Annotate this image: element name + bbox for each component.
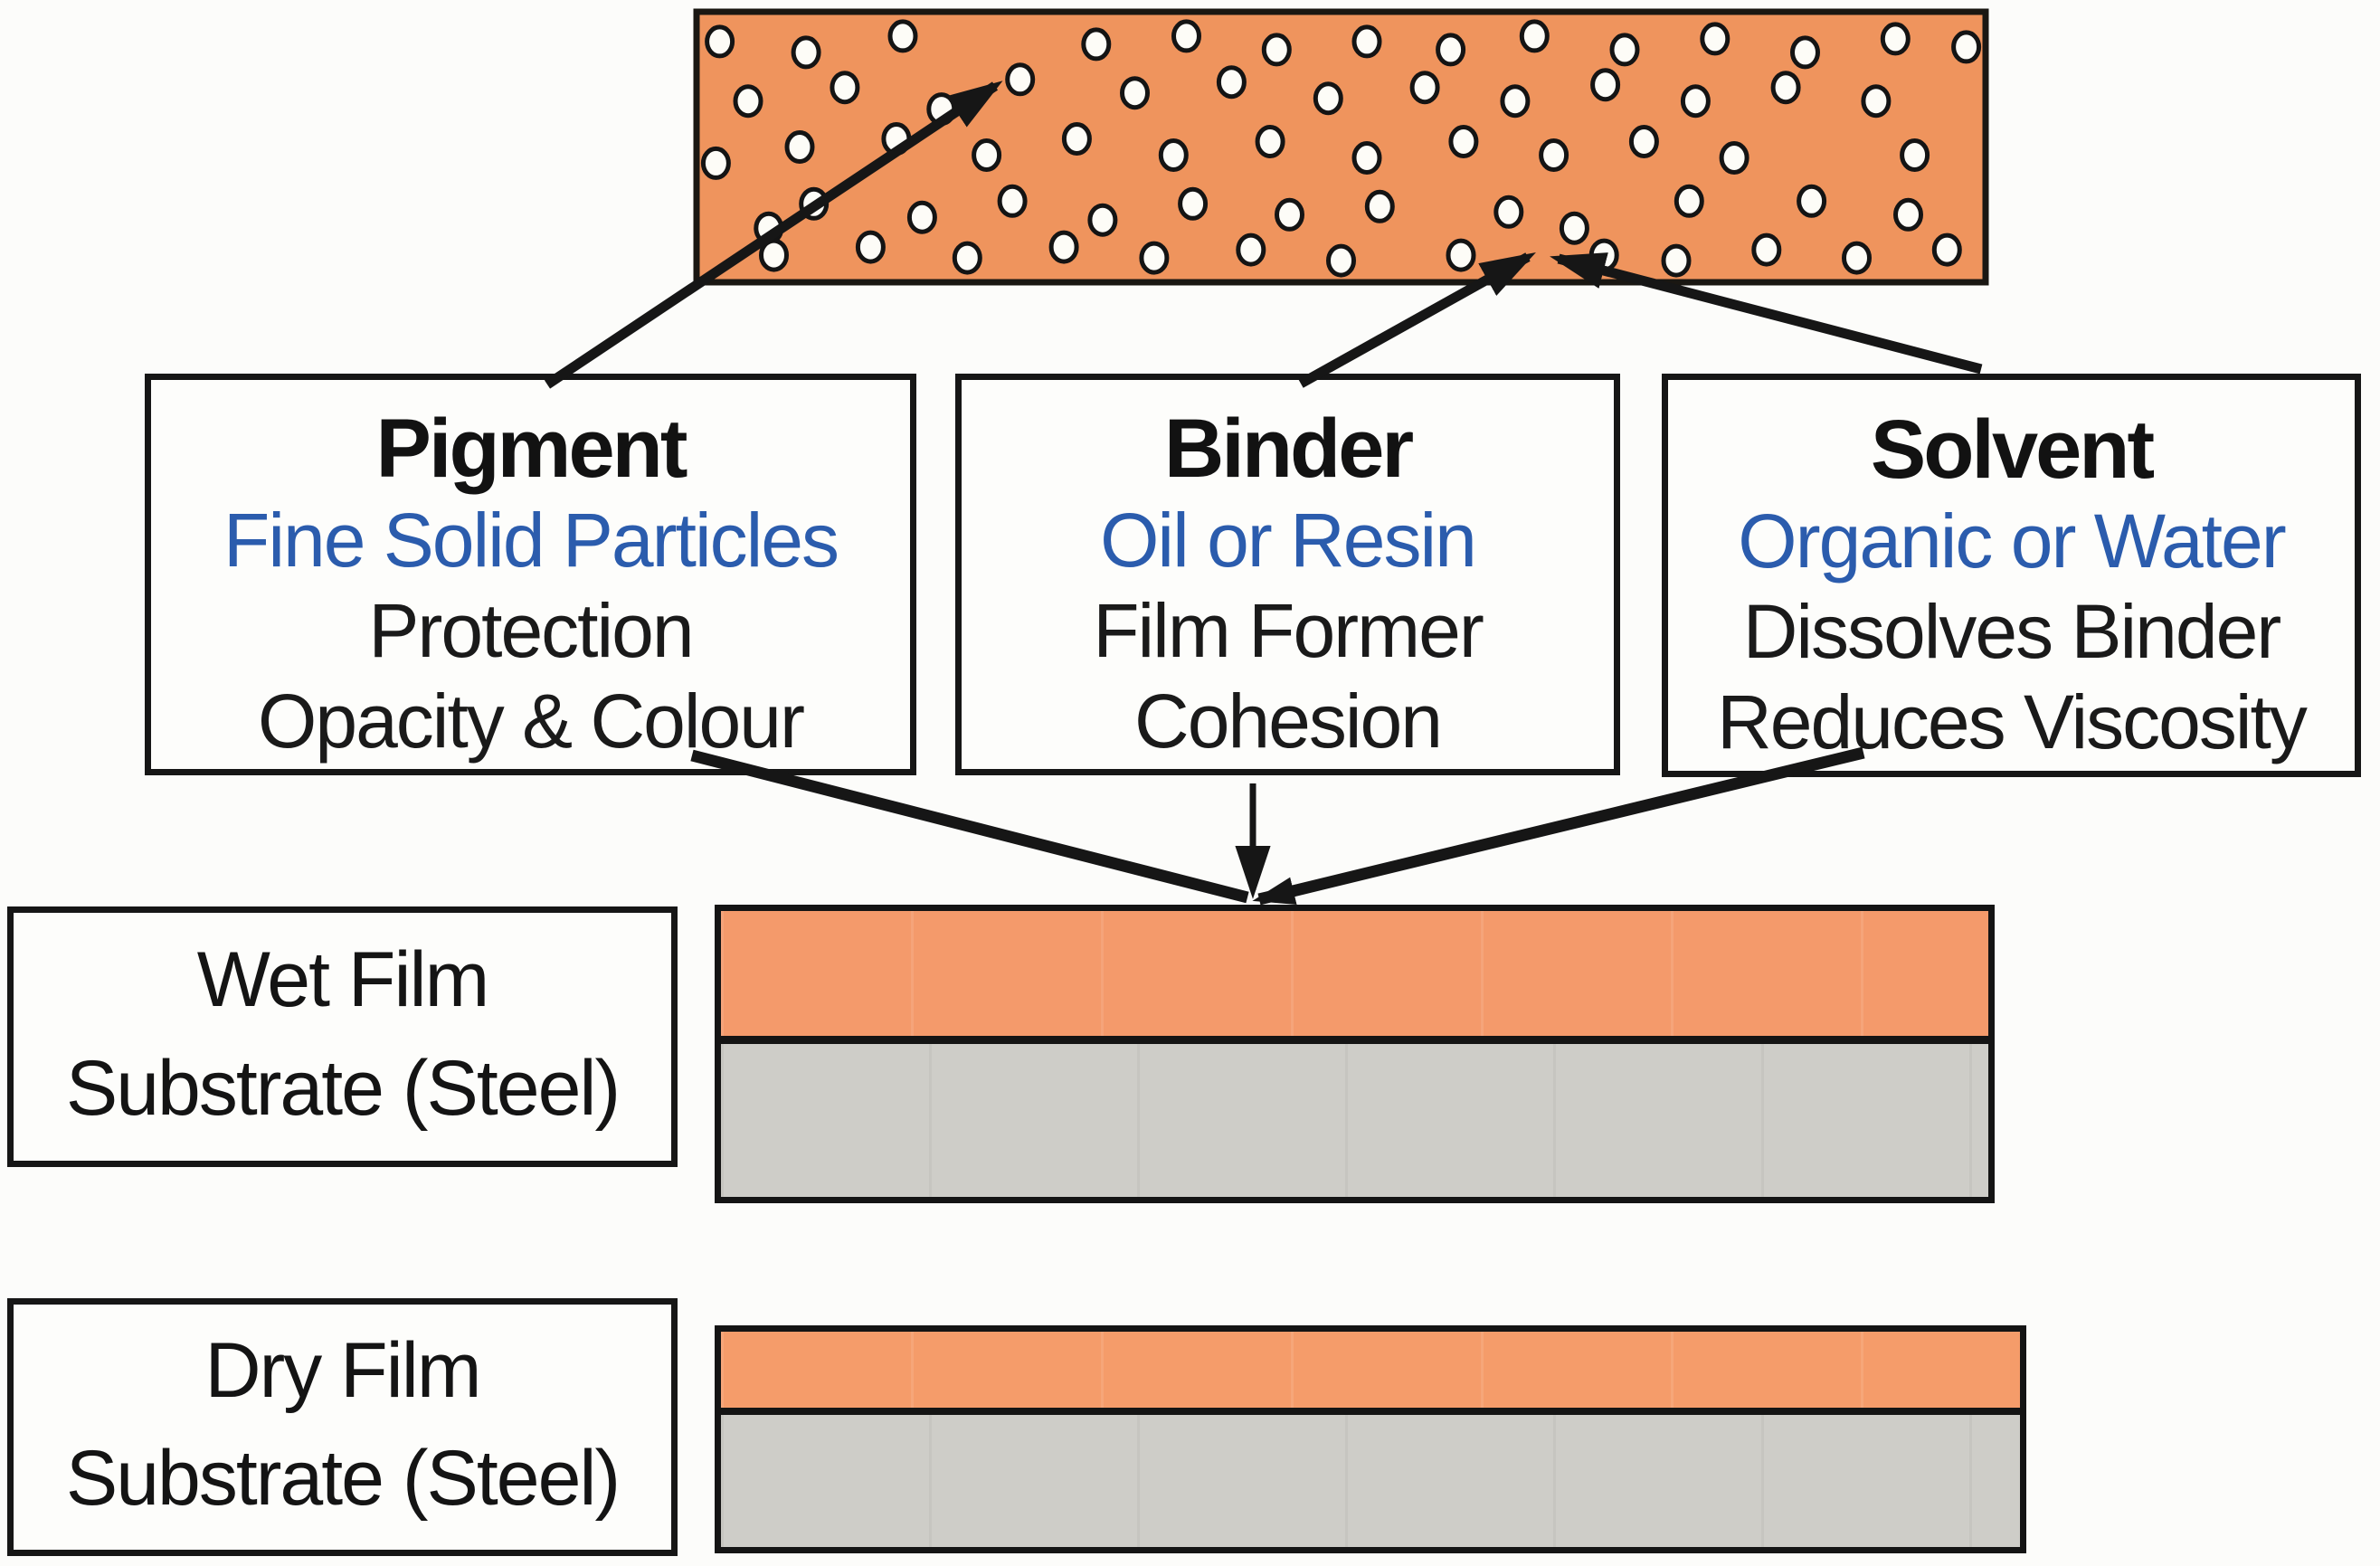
pigment-particle-dot — [1120, 76, 1150, 110]
pigment-particle-dot — [1313, 81, 1343, 116]
pigment-particle-dot — [1255, 125, 1285, 158]
pigment-particle-dot — [881, 122, 912, 156]
pigment-particle-dot — [1770, 71, 1801, 105]
pigment-particle-dot — [1178, 186, 1209, 221]
pigment-particle-dot — [1436, 33, 1466, 67]
pigment-particle-dot — [1048, 230, 1079, 264]
pigment-particle-dot — [1719, 141, 1749, 175]
pigment-box: Pigment Fine Solid Particles Protection … — [145, 374, 916, 775]
dry-paint-layer — [721, 1332, 2020, 1415]
pigment-particle-dot — [1790, 35, 1820, 70]
pigment-particle-dot — [1500, 84, 1531, 119]
pigment-particle-dot — [754, 211, 784, 245]
pigment-particle-dot — [1951, 30, 1982, 64]
pigment-particle-dot — [1236, 233, 1266, 267]
component-subtitle: Fine Solid Particles — [223, 497, 839, 583]
component-line: Protection — [368, 587, 694, 673]
component-subtitle: Oil or Resin — [1100, 497, 1477, 583]
pigment-particle-dot — [1674, 184, 1704, 218]
pigment-particle-dot — [1797, 184, 1827, 218]
pigment-particle-dot — [1061, 122, 1092, 156]
pigment-particles — [700, 19, 1982, 278]
component-line: Opacity & Colour — [258, 678, 805, 764]
pigment-particle-dot — [1680, 84, 1711, 119]
pigment-particle-dot — [906, 200, 937, 234]
pigment-particle-dot — [855, 230, 886, 264]
pigment-particle-dot — [700, 146, 731, 180]
pigment-particle-dot — [1559, 211, 1589, 245]
pigment-particle-dot — [784, 130, 815, 164]
substrate-label: Substrate (Steel) — [65, 1045, 621, 1132]
pigment-particle-dot — [1493, 195, 1524, 229]
pigment-particle-dot — [952, 241, 982, 275]
pigment-particle-dot — [1409, 71, 1440, 105]
substrate-steel-layer — [721, 1415, 2020, 1547]
component-line: Film Former — [1093, 587, 1484, 673]
pigment-particle-dot — [1931, 233, 1962, 267]
pigment-particle-dot — [705, 24, 735, 59]
pigment-particle-dot — [791, 35, 821, 70]
substrate-label: Substrate (Steel) — [65, 1434, 621, 1522]
pigment-particle-dot — [1216, 65, 1247, 100]
pigment-particle-dot — [1861, 84, 1892, 119]
substrate-steel-layer — [721, 1044, 1988, 1197]
component-line: Reduces Viscosity — [1717, 679, 2308, 764]
liquid-paint-bar — [693, 8, 1989, 286]
binder-arrow — [1298, 252, 1536, 388]
pigment-particle-dot — [1590, 68, 1621, 102]
pigment-particle-dot — [1364, 189, 1395, 223]
pigment-particle-dot — [1326, 243, 1356, 278]
component-line: Dissolves Binder — [1742, 588, 2282, 674]
pigment-particle-dot — [830, 71, 860, 105]
pigment-arrow — [544, 81, 1003, 389]
component-title: Pigment — [375, 402, 688, 495]
pigment-particle-dot — [1171, 19, 1201, 53]
wet-film-label-box: Wet Film Substrate (Steel) — [7, 906, 678, 1167]
pigment-particle-dot — [972, 138, 1002, 172]
pigment-particle-dot — [1609, 33, 1640, 67]
pigment-particle-dot — [1700, 22, 1730, 56]
pigment-particle-dot — [1900, 138, 1930, 172]
pigment-particle-dot — [1588, 238, 1619, 272]
pigment-particle-dot — [1539, 138, 1569, 172]
solvent-box: Solvent Organic or Water Dissolves Binde… — [1662, 374, 2361, 777]
pigment-to-film-line — [690, 749, 1249, 904]
pigment-particle-dot — [1448, 125, 1479, 158]
pigment-particle-dot — [926, 92, 957, 127]
pigment-particle-dot — [1351, 141, 1382, 175]
pigment-particle-dot — [1087, 203, 1118, 237]
wet-film-bar — [715, 905, 1995, 1203]
pigment-particle-dot — [1628, 125, 1659, 158]
pigment-particle-dot — [1005, 62, 1036, 97]
dry-film-bar — [715, 1325, 2026, 1553]
pigment-particle-dot — [997, 184, 1028, 218]
pigment-particle-dot — [733, 84, 763, 119]
film-name-label: Wet Film — [196, 936, 490, 1023]
pigment-particle-dot — [1081, 27, 1112, 62]
pigment-particle-dot — [1446, 238, 1476, 272]
pigment-particle-dot — [1519, 19, 1550, 53]
solvent-arrow — [1550, 252, 1983, 375]
film-name-label: Dry Film — [204, 1327, 481, 1415]
dry-film-label-box: Dry Film Substrate (Steel) — [7, 1298, 678, 1556]
wet-paint-layer — [721, 911, 1988, 1044]
binder-box: Binder Oil or Resin Film Former Cohesion — [955, 374, 1620, 775]
pigment-particle-dot — [1661, 243, 1692, 278]
pigment-particle-dot — [1880, 22, 1911, 56]
pigment-particle-dot — [799, 186, 830, 221]
pigment-particle-dot — [1275, 197, 1304, 232]
pigment-particle-dot — [1139, 241, 1170, 275]
pigment-particle-dot — [759, 238, 789, 272]
pigment-particle-dot — [1158, 138, 1189, 172]
pigment-particle-dot — [887, 19, 918, 53]
pigment-particle-dot — [1351, 24, 1382, 59]
component-subtitle: Organic or Water — [1738, 498, 2286, 584]
pigment-particle-dot — [1261, 33, 1292, 67]
pigment-particle-dot — [1893, 197, 1923, 232]
component-title: Binder — [1163, 402, 1414, 495]
pigment-particle-dot — [1842, 241, 1872, 275]
component-title: Solvent — [1870, 403, 2155, 496]
component-line: Cohesion — [1134, 678, 1443, 764]
pigment-particle-dot — [1751, 233, 1782, 267]
